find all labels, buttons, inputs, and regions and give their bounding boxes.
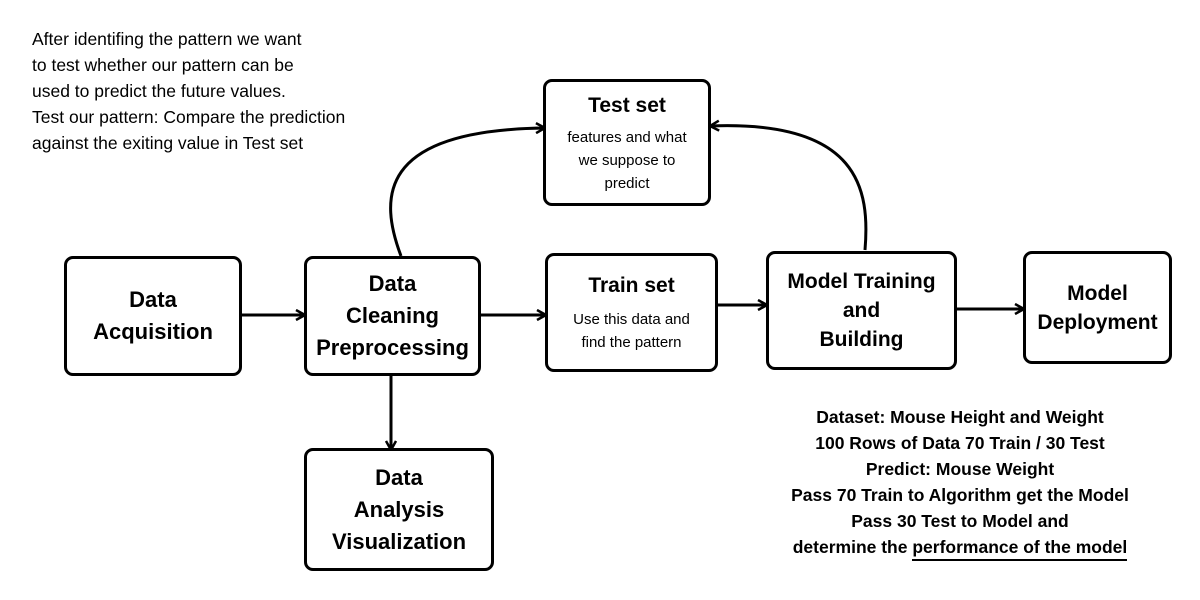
data-analysis-label: Analysis: [353, 496, 445, 522]
dataset-note-prefix: determine the: [792, 537, 913, 557]
test-set-description: predict: [604, 174, 650, 192]
dataset-note-last-line: determine the performance of the model: [760, 534, 1160, 561]
dataset-note-line: Pass 70 Train to Algorithm get the Model: [791, 485, 1129, 505]
train-set-title: Train set: [588, 274, 675, 297]
test-set-title: Test set: [588, 93, 666, 117]
intro-note-line: Test our pattern: Compare the prediction: [32, 107, 346, 127]
test-set-description: we suppose to: [578, 151, 676, 169]
dataset-note-line: Predict: Mouse Weight: [865, 459, 1055, 479]
data-cleaning-label: Cleaning: [346, 303, 439, 328]
model-deployment-label: Model: [1067, 281, 1128, 305]
performance-underlined-text: performance of the model: [912, 537, 1128, 561]
data-analysis-label: Visualization: [331, 528, 467, 554]
model-training-label: Model Training: [787, 270, 936, 293]
model-deployment-box: Model Deployment: [1023, 251, 1172, 364]
data-analysis-box: Data Analysis Visualization: [304, 448, 494, 571]
model-training-label: Building: [819, 328, 904, 351]
data-analysis-label: Data: [375, 464, 423, 490]
dataset-note: Dataset: Mouse Height and Weight 100 Row…: [760, 404, 1160, 561]
test-set-description: features and what: [567, 128, 687, 146]
train-set-box: Train set Use this data and find the pat…: [545, 253, 718, 372]
arrow-model-training-to-test: [710, 126, 868, 251]
dataset-note-line: Pass 30 Test to Model and: [851, 511, 1069, 531]
intro-note-line: to test whether our pattern can be: [32, 55, 294, 75]
train-set-description: Use this data and: [573, 311, 690, 328]
intro-note-line: used to predict the future values.: [32, 81, 286, 101]
train-set-description: find the pattern: [581, 334, 682, 351]
intro-note-line: After identifing the pattern we want: [32, 29, 302, 49]
test-set-box: Test set features and what we suppose to…: [543, 79, 711, 206]
model-training-label: and: [842, 299, 881, 322]
data-cleaning-label: Preprocessing: [316, 335, 469, 360]
data-acquisition-label: Acquisition: [93, 319, 213, 344]
data-acquisition-label: Data: [129, 287, 177, 312]
data-acquisition-box: Data Acquisition: [64, 256, 242, 376]
intro-note-line: against the exiting value in Test set: [32, 133, 304, 153]
arrow-cleaning-to-test: [389, 128, 545, 257]
intro-note: After identifing the pattern we want to …: [32, 26, 345, 156]
dataset-note-line: Dataset: Mouse Height and Weight: [816, 407, 1104, 427]
data-cleaning-label: Data: [368, 271, 417, 296]
model-training-box: Model Training and Building: [766, 251, 957, 370]
dataset-note-line: 100 Rows of Data 70 Train / 30 Test: [815, 433, 1105, 453]
model-deployment-label: Deployment: [1037, 310, 1158, 334]
data-cleaning-box: Data Cleaning Preprocessing: [304, 256, 481, 376]
